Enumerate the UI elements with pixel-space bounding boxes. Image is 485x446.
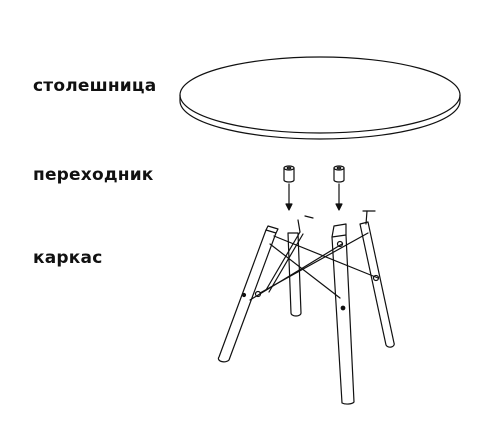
frame-illustration [217,210,395,405]
adapter-label: переходник [33,165,154,185]
tabletop-label: столешница [33,76,157,96]
frame-label: каркас [33,248,103,268]
tabletop-illustration [179,56,461,140]
adapter-illustration [283,165,345,211]
